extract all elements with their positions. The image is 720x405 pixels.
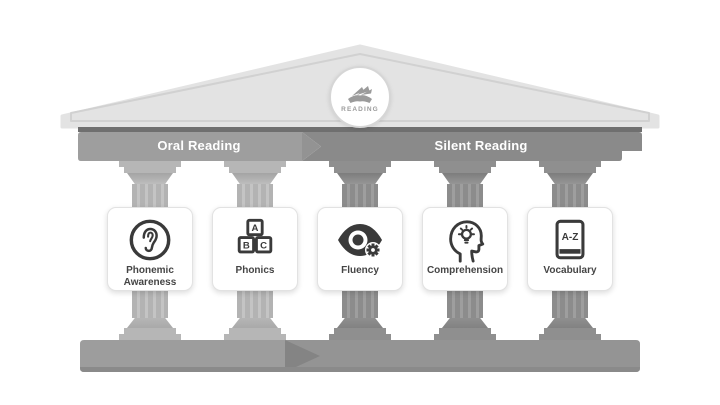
- svg-text:C: C: [260, 240, 267, 251]
- card-label: Fluency: [341, 265, 379, 276]
- base-platform: [80, 340, 640, 372]
- banner-arrow-icon: [302, 132, 321, 161]
- card-phonics: A B C Phonics: [212, 207, 298, 291]
- reading-badge-label: READING: [341, 105, 379, 113]
- entablature-banner: [78, 127, 642, 161]
- card-vocabulary: A-Z Vocabulary: [527, 207, 613, 291]
- card-label: Phonemic Awareness: [123, 265, 177, 288]
- base-arrow-icon: [285, 340, 320, 372]
- ear-icon: [127, 215, 173, 265]
- card-comprehension: Comprehension: [422, 207, 508, 291]
- svg-text:A-Z: A-Z: [562, 232, 579, 243]
- card-label: Comprehension: [426, 265, 504, 276]
- banner-oral-reading-segment: [78, 132, 302, 161]
- banner-shadow-strip: [78, 127, 642, 132]
- banner-silent-reading-segment: [302, 132, 642, 161]
- card-phonemic-awareness: Phonemic Awareness: [107, 207, 193, 291]
- card-label: Phonics: [235, 265, 275, 276]
- svg-text:A: A: [252, 223, 259, 234]
- card-label: Vocabulary: [543, 265, 597, 276]
- reading-badge: READING: [329, 66, 391, 128]
- book-icon: A-Z: [547, 215, 593, 265]
- open-book-icon: [348, 85, 372, 103]
- banner-label-oral-reading: Oral Reading: [157, 138, 241, 153]
- abc-blocks-icon: A B C: [232, 215, 278, 265]
- banner-label-silent-reading: Silent Reading: [434, 138, 528, 153]
- head-lightbulb-icon: [441, 215, 489, 265]
- eye-gear-icon: [335, 215, 385, 265]
- card-fluency: Fluency: [317, 207, 403, 291]
- svg-text:B: B: [243, 240, 250, 251]
